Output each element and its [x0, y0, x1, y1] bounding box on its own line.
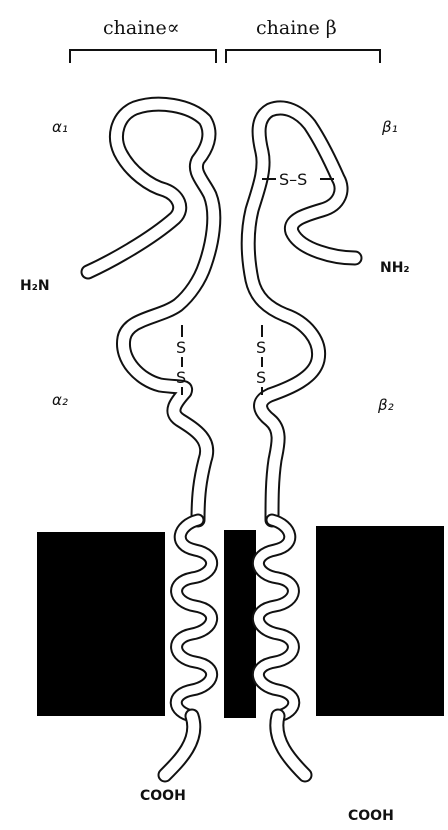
beta-disulfide-bond-top: S–S — [262, 170, 334, 189]
alpha-transmembrane-helix — [176, 520, 211, 716]
svg-text:S: S — [176, 368, 186, 387]
svg-text:S: S — [256, 368, 266, 387]
alpha1-domain-label: α₁ — [52, 118, 68, 136]
beta-disulfide-bond-bottom: S S — [256, 325, 266, 395]
beta-c-terminus-label: COOH — [348, 808, 394, 824]
alpha-c-terminus-label: COOH — [140, 788, 186, 804]
alpha2-domain-label: α₂ — [52, 391, 68, 409]
alpha-disulfide-bond: S S — [176, 325, 186, 395]
membrane-block-center — [224, 530, 256, 718]
beta-n-terminus-label: NH₂ — [380, 260, 410, 276]
svg-text:S: S — [176, 338, 186, 357]
beta-cytoplasmic-tail — [277, 716, 305, 775]
alpha-cytoplasmic-tail — [165, 716, 194, 775]
alpha-chain-header: chaine∝ — [103, 17, 180, 39]
beta-transmembrane-helix — [258, 520, 293, 716]
alpha-chain-bracket — [70, 50, 216, 63]
svg-text:S–S: S–S — [279, 170, 307, 189]
beta1-domain-label: β₁ — [381, 118, 398, 136]
alpha-chain-strand — [88, 104, 214, 520]
svg-text:S: S — [256, 338, 266, 357]
beta-chain-bracket — [226, 50, 380, 63]
alpha-n-terminus-label: H₂N — [20, 278, 50, 294]
beta-chain-header: chaine β — [256, 17, 337, 39]
membrane-block-right — [316, 526, 444, 716]
beta2-domain-label: β₂ — [377, 396, 394, 414]
membrane-block-left — [37, 532, 165, 716]
